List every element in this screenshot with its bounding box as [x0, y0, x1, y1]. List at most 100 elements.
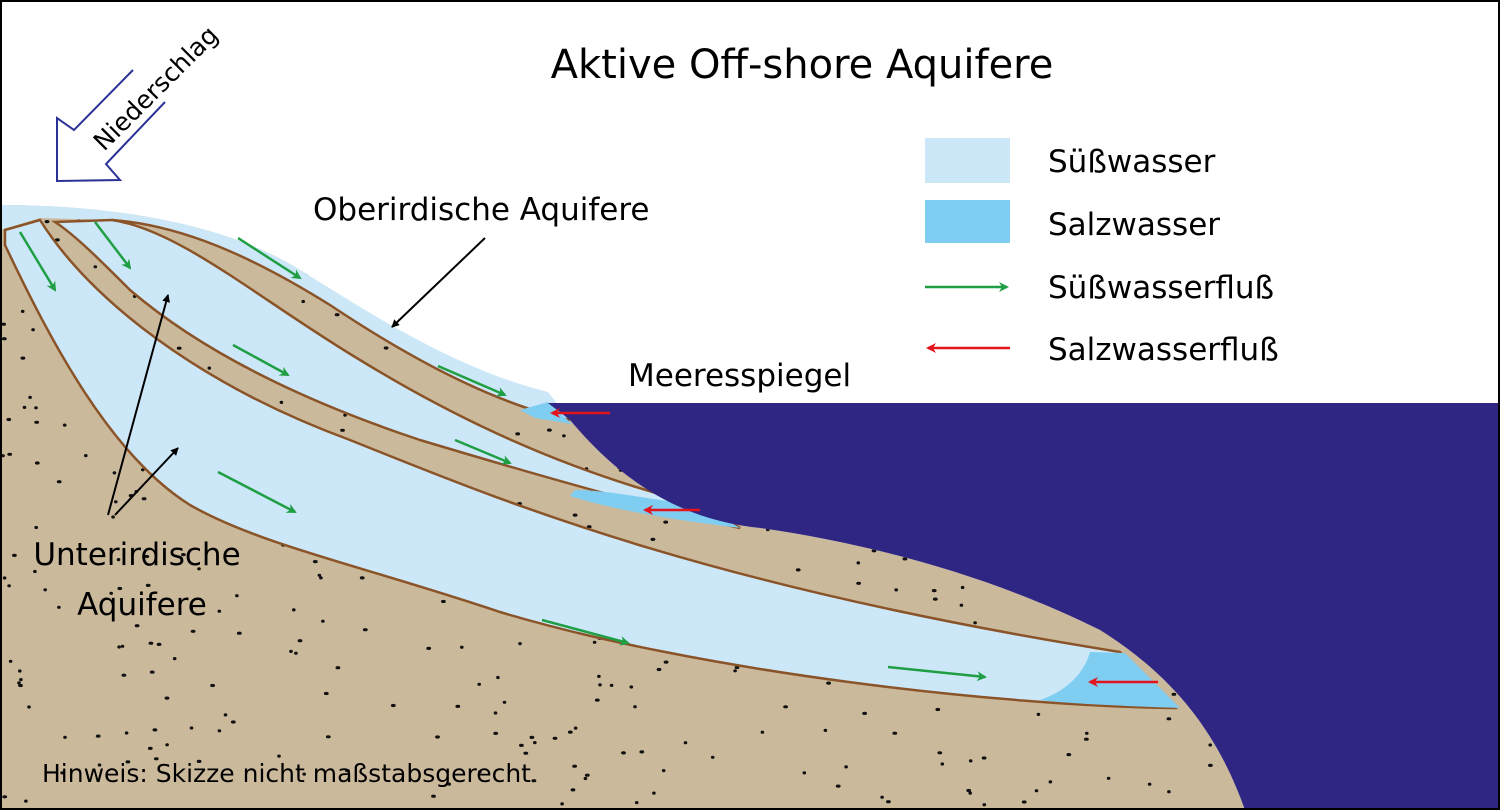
saltwater-flow-arrows	[550, 408, 1158, 687]
sediment-dot	[968, 759, 973, 763]
sea-level-label: Meeresspiegel	[628, 358, 851, 394]
fresh-flow-arrow	[887, 665, 987, 682]
sediment-dot	[149, 670, 155, 674]
sediment-dot	[496, 675, 500, 680]
sediment-dot	[97, 763, 102, 767]
sediment-dot	[164, 696, 170, 700]
sediment-dot	[31, 328, 35, 332]
sediment-dot	[317, 573, 322, 577]
sediment-dot	[34, 461, 40, 465]
legend: Süßwasser Salzwasser Süßwasserfluß Salzw…	[925, 138, 1279, 368]
sediment-dot	[207, 366, 212, 370]
sediment-dot	[886, 800, 891, 804]
sediment-dot	[856, 581, 861, 585]
sediment-dot	[478, 770, 482, 774]
sediment-dot	[609, 683, 614, 688]
sediment-dot	[312, 560, 318, 564]
sediment-dot	[56, 480, 62, 484]
sediment-dot	[165, 743, 169, 747]
sediment-dot	[634, 801, 639, 805]
sediment-dot	[109, 591, 113, 595]
sediment-dot	[533, 741, 537, 745]
sediment-dot	[294, 651, 298, 655]
sediment-dot	[894, 588, 898, 592]
sediment-dot	[153, 757, 159, 761]
fresh-flow-arrow	[217, 470, 297, 514]
sediment-dot	[335, 666, 341, 670]
sediment-dot	[111, 515, 115, 519]
sediment-dot	[340, 428, 345, 432]
sediment-dot	[823, 728, 828, 733]
pointer-arrow	[107, 294, 171, 516]
sediment-dot	[144, 554, 150, 559]
sediment-dot	[567, 730, 573, 734]
legend-label: Süßwasser	[1048, 144, 1216, 180]
sediment-dot	[431, 794, 436, 798]
sediment-dot	[84, 454, 88, 458]
sediment-dot	[114, 500, 118, 504]
sediment-dot	[621, 751, 626, 755]
freshwater-swatch	[925, 138, 1010, 183]
sediment-dot	[871, 549, 877, 553]
sediment-dot	[176, 346, 182, 350]
sediment-dot	[390, 703, 396, 708]
sediment-dot	[297, 639, 303, 643]
sediment-dot	[523, 751, 529, 755]
sediment-dot	[518, 642, 522, 646]
sediment-dot	[359, 576, 365, 580]
sediment-dot	[124, 731, 129, 735]
sediment-dot	[289, 649, 293, 654]
sediment-dot	[145, 583, 151, 588]
pointer-arrow	[391, 237, 486, 328]
sediment-dot	[1084, 737, 1089, 741]
sediment-dot	[112, 471, 117, 475]
sediment-dot	[292, 608, 296, 612]
sediment-dot	[1021, 800, 1027, 804]
sediment-dot	[710, 755, 715, 759]
sediment-dot	[34, 420, 40, 424]
surface-aquifer	[0, 205, 570, 420]
sediment-dot	[935, 707, 941, 712]
sediment-dot	[321, 619, 325, 623]
sediment-dot	[345, 769, 350, 773]
sediment-dot	[1036, 712, 1041, 717]
saltwater-swatch	[925, 200, 1010, 243]
sediment-dot	[1, 454, 5, 458]
sediment-dot	[156, 642, 162, 647]
sediment-dot	[34, 406, 38, 410]
sediment-dot	[134, 624, 140, 628]
sediment-dot	[1085, 731, 1089, 735]
sediment-dot	[210, 683, 216, 688]
sediment-dot	[93, 265, 98, 269]
sediment-dot	[862, 711, 867, 716]
sediment-dot	[441, 599, 446, 604]
sediment-dot	[1166, 717, 1172, 721]
sediment-dot	[172, 657, 177, 661]
sediment-dot	[325, 735, 331, 739]
sediment-dot	[584, 773, 590, 777]
fresh-flow-arrow	[237, 236, 302, 280]
sediment-dot	[477, 682, 482, 686]
sediment-dot	[531, 779, 537, 783]
sediment-dot	[760, 730, 765, 734]
sediment-dot	[19, 678, 23, 682]
sediment-dot	[937, 751, 943, 755]
sediment-dot	[2, 576, 7, 580]
sediment-dot	[8, 659, 13, 663]
sediment-dot	[196, 759, 202, 764]
sediment-dot	[6, 417, 12, 422]
sediment-dot	[189, 606, 194, 610]
sediment-dot	[1034, 789, 1039, 793]
sediment-dot	[493, 711, 498, 715]
sediment-dot	[230, 720, 236, 724]
deep-aquifer	[3, 218, 1179, 710]
layer-boundary	[111, 218, 571, 422]
sediment-dot	[892, 731, 898, 735]
sediment-dot	[319, 576, 323, 580]
sediment-dot	[22, 405, 27, 409]
sediment-dot	[661, 769, 666, 773]
sediment-dot	[597, 674, 601, 679]
sediment-dot	[639, 750, 645, 754]
sediment-dot	[426, 646, 432, 651]
